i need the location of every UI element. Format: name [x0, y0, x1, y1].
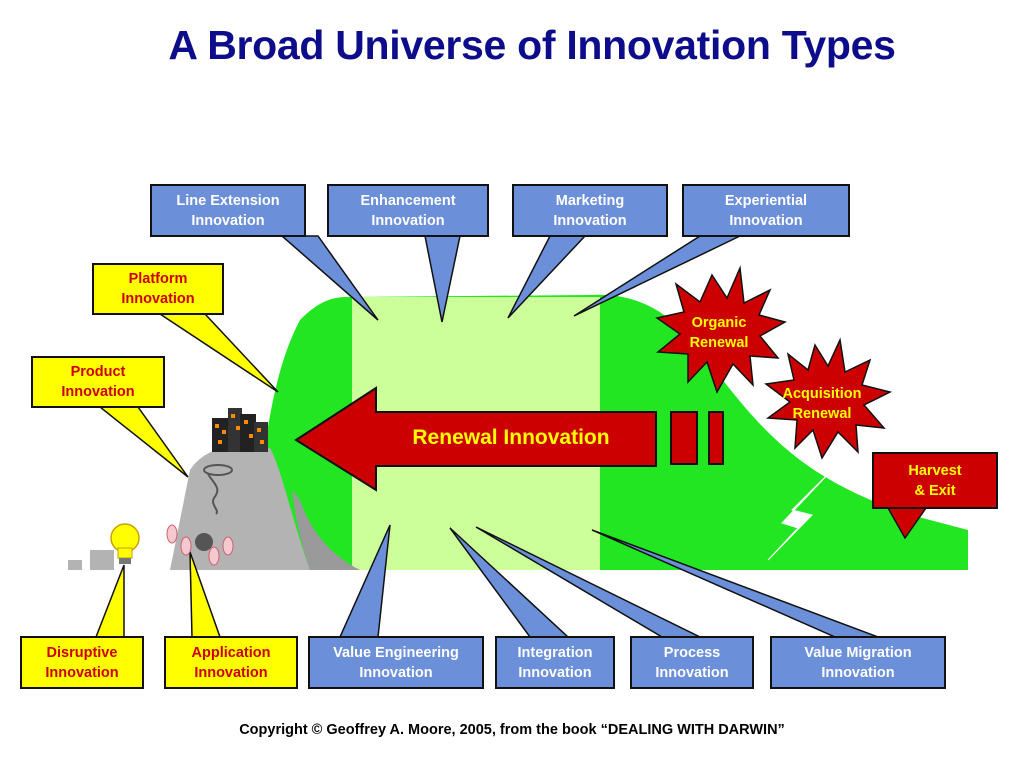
integration-innovation: Integration Innovation [495, 636, 615, 689]
city-icon [212, 408, 268, 452]
hill-shade [292, 490, 360, 570]
value-migration-innovation: Value Migration Innovation [770, 636, 946, 689]
bowling-icon [166, 524, 234, 566]
experiential-innovation: Experiential Innovation [682, 184, 850, 237]
enhancement-innovation: Enhancement Innovation [327, 184, 489, 237]
step-2 [90, 550, 114, 570]
line-extension-innovation: Line Extension Innovation [150, 184, 306, 237]
tornado-icon [203, 464, 233, 515]
renewal-innovation-label: Renewal Innovation [412, 426, 610, 449]
value-engineering-innovation: Value Engineering Innovation [308, 636, 484, 689]
platform-innovation: Platform Innovation [92, 263, 224, 315]
tail-product [97, 406, 189, 478]
organic-renewal-label: Organic Renewal [689, 315, 749, 351]
tail-disruptive [94, 564, 125, 638]
light-bulb-icon [110, 523, 140, 564]
arrow-bar-1 [670, 411, 698, 465]
step-1 [68, 560, 82, 570]
acquisition-renewal-label: Acquisition Renewal [782, 386, 862, 422]
copyright: Copyright © Geoffrey A. Moore, 2005, fro… [239, 722, 785, 738]
page-title: A Broad Universe of Innovation Types [168, 22, 896, 68]
renewal-arrow [294, 386, 657, 492]
arrow-bar-2 [708, 411, 724, 465]
application-innovation: Application Innovation [164, 636, 298, 689]
disruptive-innovation: Disruptive Innovation [20, 636, 144, 689]
process-innovation: Process Innovation [630, 636, 754, 689]
starburst-organic [655, 265, 787, 394]
tail-platform [157, 313, 279, 393]
harvest-exit: Harvest & Exit [872, 452, 998, 509]
lightning-bolt [767, 469, 833, 561]
marketing-innovation: Marketing Innovation [512, 184, 668, 237]
product-innovation: Product Innovation [31, 356, 165, 408]
starburst-acquisition [764, 337, 893, 460]
